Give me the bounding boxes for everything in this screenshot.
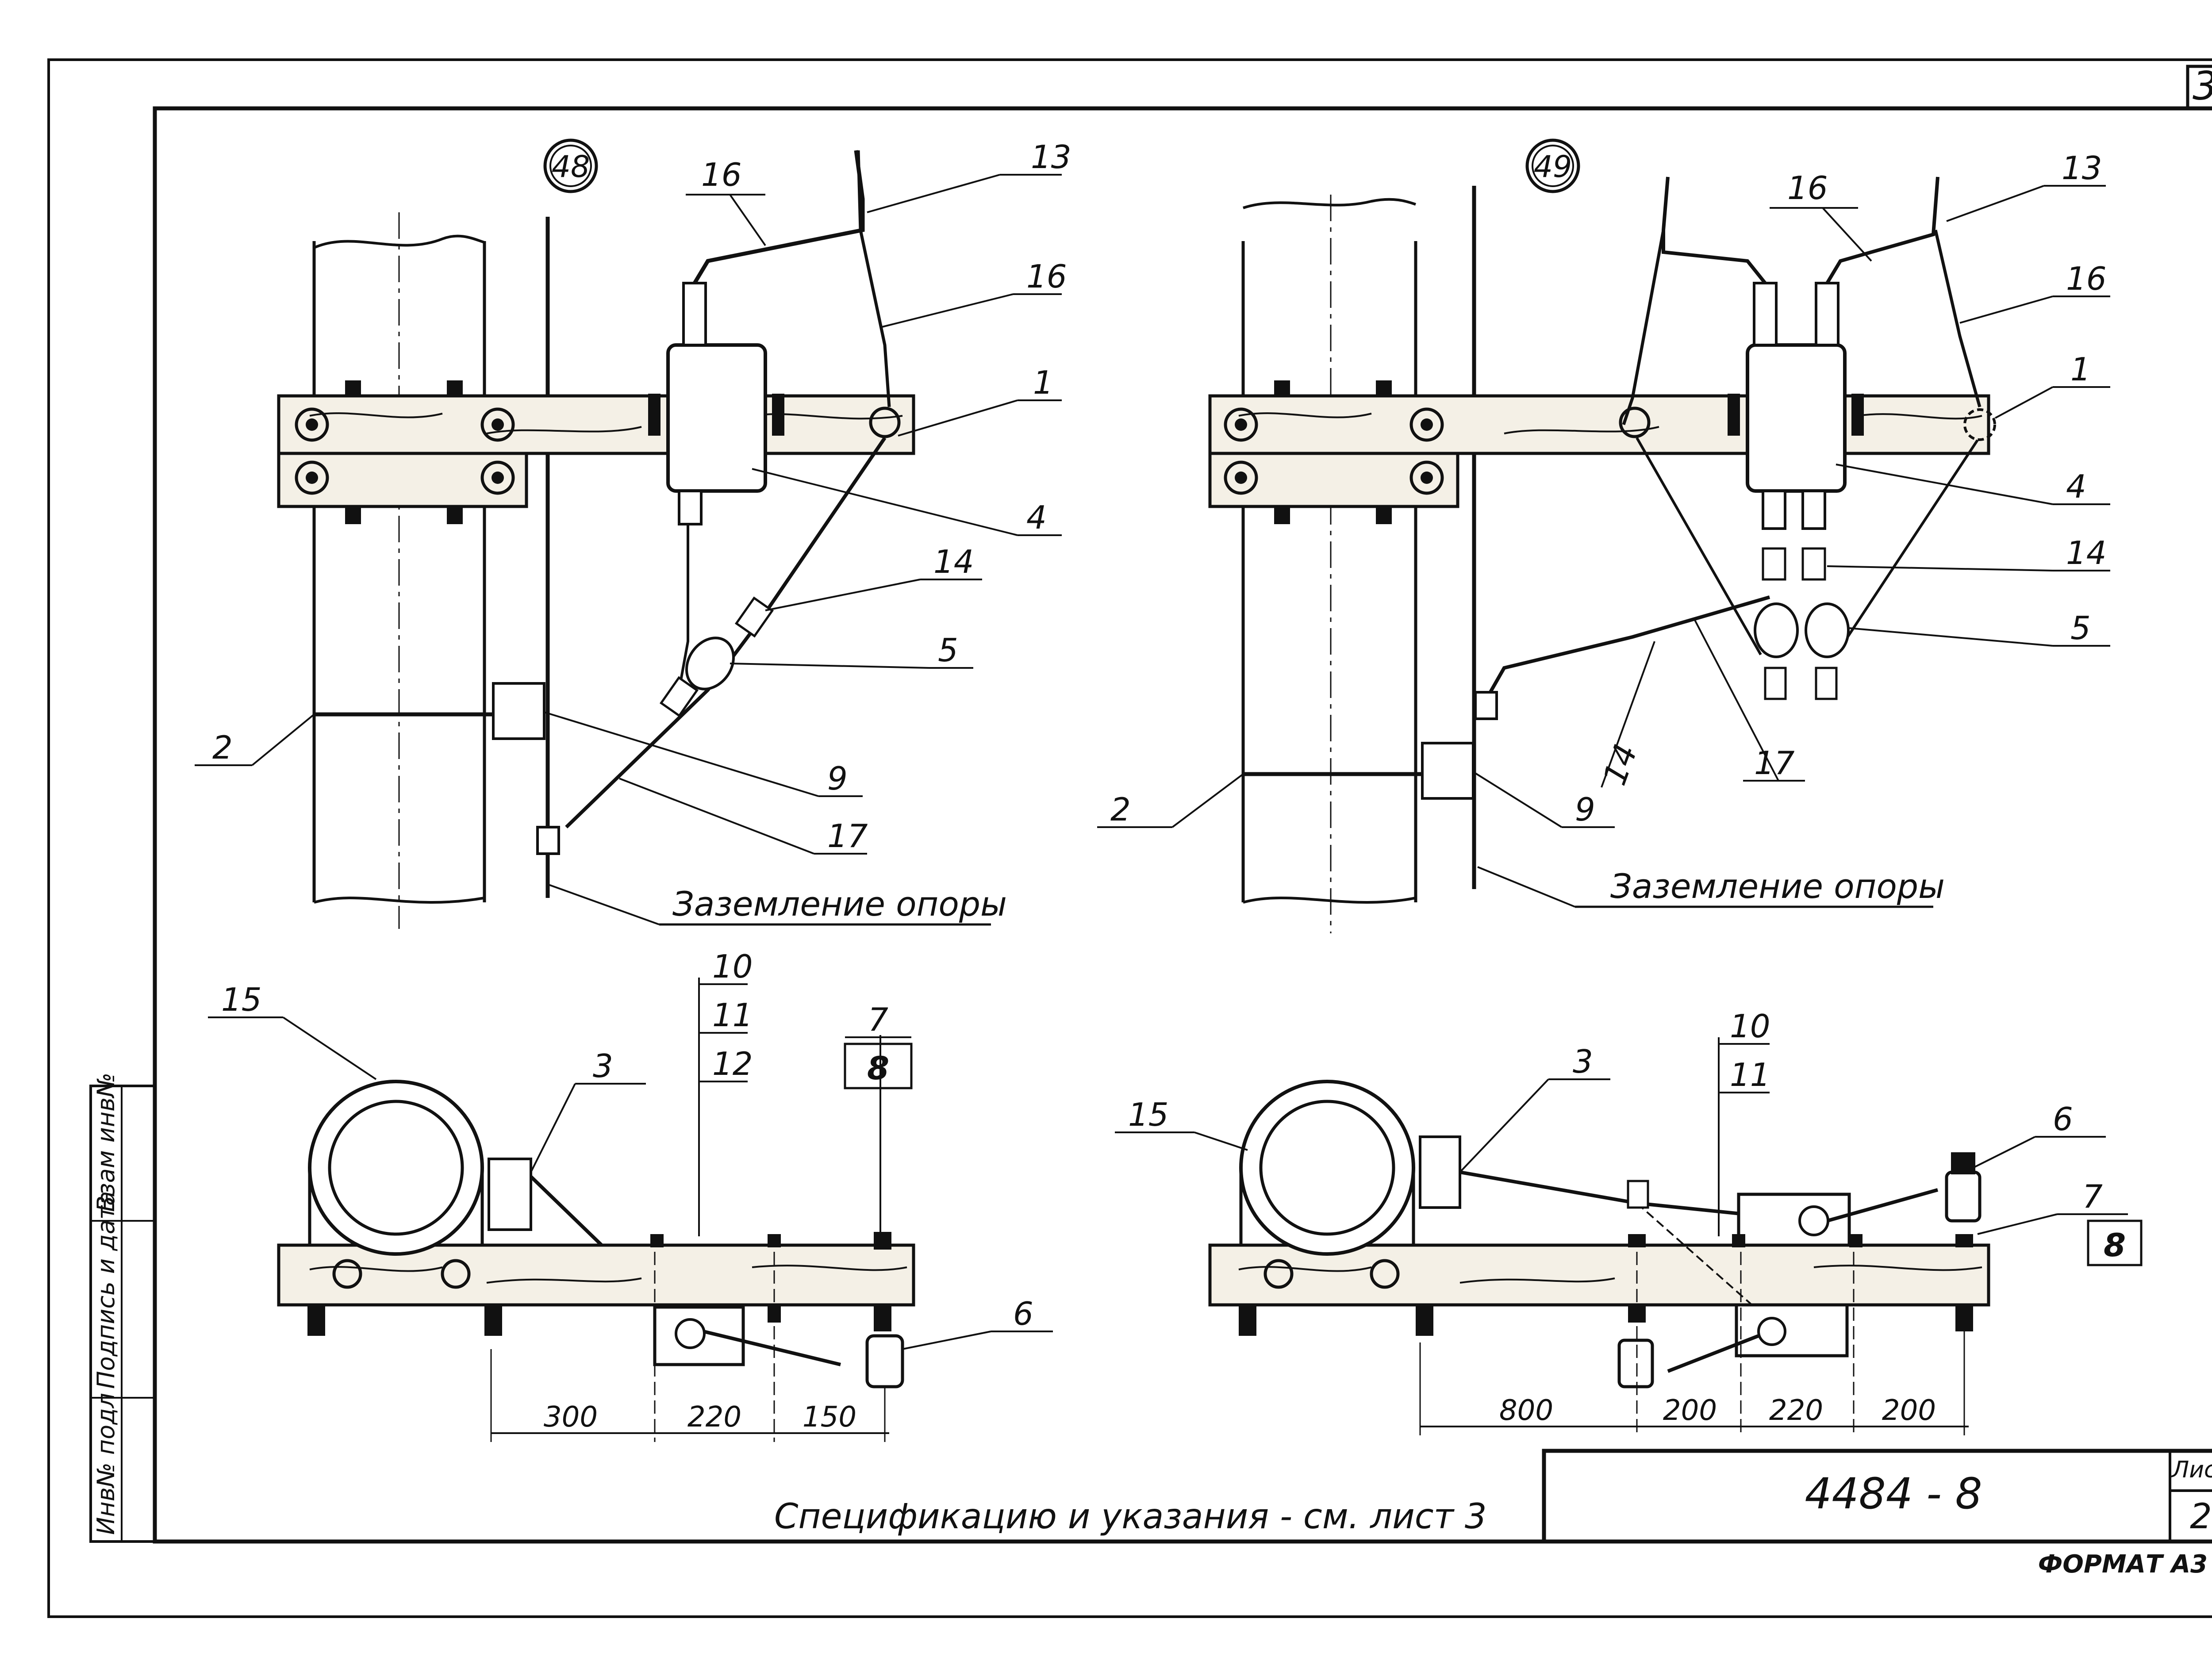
dim-left-150: 150 [803,1401,856,1434]
inner-frame [153,106,2212,1544]
marker-48: 48 [552,150,590,184]
label-48-14: 14 [933,543,974,580]
label-pl-8: 8 [867,1050,889,1087]
label-48-4: 4 [1026,499,1047,536]
label-48-9: 9 [827,760,848,797]
sheet-label: Лист [2171,1457,2212,1483]
dim-left-300: 300 [544,1401,598,1434]
note-spec: Спецификацию и указания - см. лист 3 [774,1497,1487,1537]
label-pl-10: 10 [712,948,753,985]
label-49-9: 9 [1575,791,1595,828]
marker-49: 49 [1534,150,1572,184]
label-pl-3: 3 [593,1047,613,1085]
stamp-inv-podl: Инв№ подл [92,1393,120,1535]
label-48-5: 5 [938,632,958,669]
label-48-13: 13 [1031,138,1071,176]
label-49-5: 5 [2070,610,2091,647]
label-49-4: 4 [2066,468,2086,505]
side-stamp: Инв№ подл Подпись и дата Взам инв№ [89,1073,156,1543]
label-pr-15: 15 [1128,1096,1169,1133]
outer-frame [47,58,2212,1618]
label-49-1: 1 [2070,351,2091,388]
label-49-17: 17 [1754,744,1795,782]
label-pl-15: 15 [221,981,262,1018]
corner-number-box [2186,65,2212,110]
label-49-2: 2 [1110,791,1131,828]
dim-right-200a: 200 [1663,1394,1717,1427]
plan-right: 800 200 220 200 3 10 11 15 6 7 8 [1115,1008,2143,1435]
view-49: 49 16 13 16 1 4 14 5 2 14 17 9 Заземлени… [1097,138,2110,933]
stamp-signature-date: Подпись и дата [92,1191,120,1389]
label-pl-7: 7 [868,1001,888,1038]
grounding-49: Заземление опоры [1610,867,1945,906]
sheet-number: 2 [2190,1497,2212,1537]
stamp-vzam-inv: Взам инв№ [92,1073,120,1212]
dim-left-220: 220 [687,1401,741,1434]
label-48-17: 17 [827,817,868,855]
plan-left: 300 220 150 15 3 10 11 12 7 8 6 [208,948,1053,1442]
label-pr-7: 7 [2082,1178,2103,1215]
label-pl-11: 11 [712,997,753,1034]
label-pr-11: 11 [1730,1056,1770,1093]
title-block: 4484 - 8 Лист 2 [1542,1449,2212,1544]
label-pr-6: 6 [2053,1101,2073,1138]
label-pl-12: 12 [712,1045,753,1082]
label-pr-8: 8 [2104,1227,2126,1264]
label-pr-3: 3 [1573,1043,1593,1080]
format-label: ФОРМАТ А3 [2038,1550,2208,1579]
label-48-16a: 16 [701,156,742,193]
grounding-48: Заземление опоры [672,884,1007,924]
dim-right-800: 800 [1499,1394,1553,1427]
view-48: 48 13 16 16 1 4 14 5 2 9 17 Заземление о… [195,138,1071,929]
label-49-13: 13 [2062,150,2102,187]
label-pr-10: 10 [1730,1008,1770,1045]
label-49-14a: 14 [2066,534,2107,571]
label-48-1: 1 [1033,364,1053,401]
corner-number: 37 [2193,63,2212,109]
label-48-16b: 16 [1026,258,1067,295]
label-49-16a: 16 [1787,169,1828,207]
dim-right-220: 220 [1769,1394,1823,1427]
label-pl-6: 6 [1013,1295,1033,1332]
drawing-code: 4484 - 8 [1805,1469,1982,1519]
label-48-2: 2 [212,729,233,766]
label-49-16b: 16 [2066,260,2107,297]
dim-right-200b: 200 [1882,1394,1936,1427]
